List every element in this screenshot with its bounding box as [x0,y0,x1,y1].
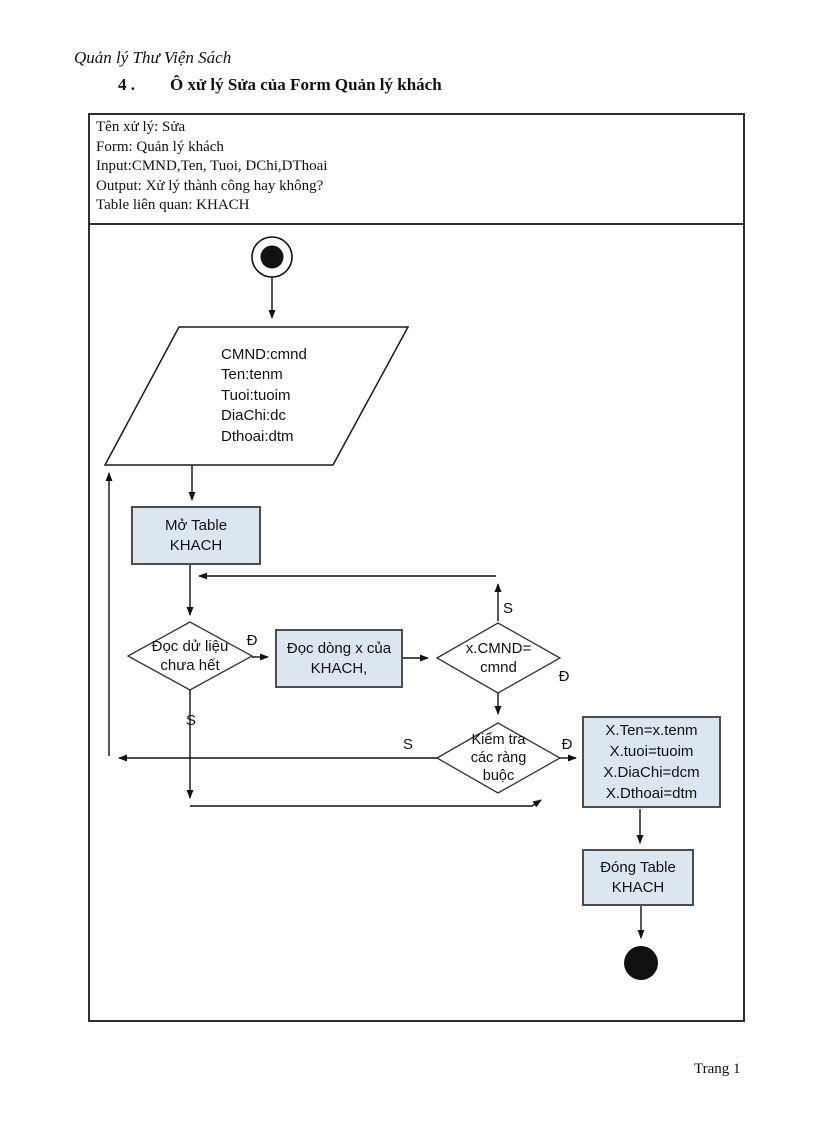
read-check-yes-label: Đ [246,632,258,649]
read-check-text: Đọc dử liệu chưa hết [151,638,229,674]
constraint-yes-label: Đ [561,736,573,753]
heading-number: 4 . [118,75,135,94]
read-check-no-label: S [185,712,196,729]
info-line-ten-xu-ly: Tên xử lý: Sửa [96,119,186,135]
info-line-table: Table liên quan: KHACH [96,197,250,213]
open-table-box: Mở Table KHACH [131,506,261,565]
constraint-no-label: S [402,736,413,753]
read-row-box: Đọc dòng x của KHACH, [275,629,403,688]
process-info-box: Tên xử lý: Sửa Form: Quản lý khách Input… [96,118,716,216]
cmnd-check-no-label: S [502,600,513,617]
close-table-box: Đóng Table KHACH [582,849,694,906]
section-divider [88,223,745,225]
assign-fields-box: X.Ten=x.tenm X.tuoi=tuoim X.DiaChi=dcm X… [582,716,721,808]
page-title: Ô xử lý Sửa của Form Quản lý khách [170,75,442,94]
cmnd-check-text: x.CMND= cmnd [465,640,532,676]
constraint-check-text: Kiểm tra các ràng buộc [470,732,527,784]
page-header: Quản lý Thư Viện Sách [74,48,232,67]
info-line-input: Input:CMND,Ten, Tuoi, DChi,DThoai [96,158,328,174]
page-number: Trang 1 [694,1061,741,1077]
info-line-form: Form: Quản lý khách [96,138,224,155]
cmnd-check-yes-label: Đ [558,668,570,685]
input-node-text: CMND:cmnd Ten:tenm Tuoi:tuoim DiaChi:dc … [221,346,307,445]
info-line-output: Output: Xử lý thành công hay không? [96,177,324,194]
